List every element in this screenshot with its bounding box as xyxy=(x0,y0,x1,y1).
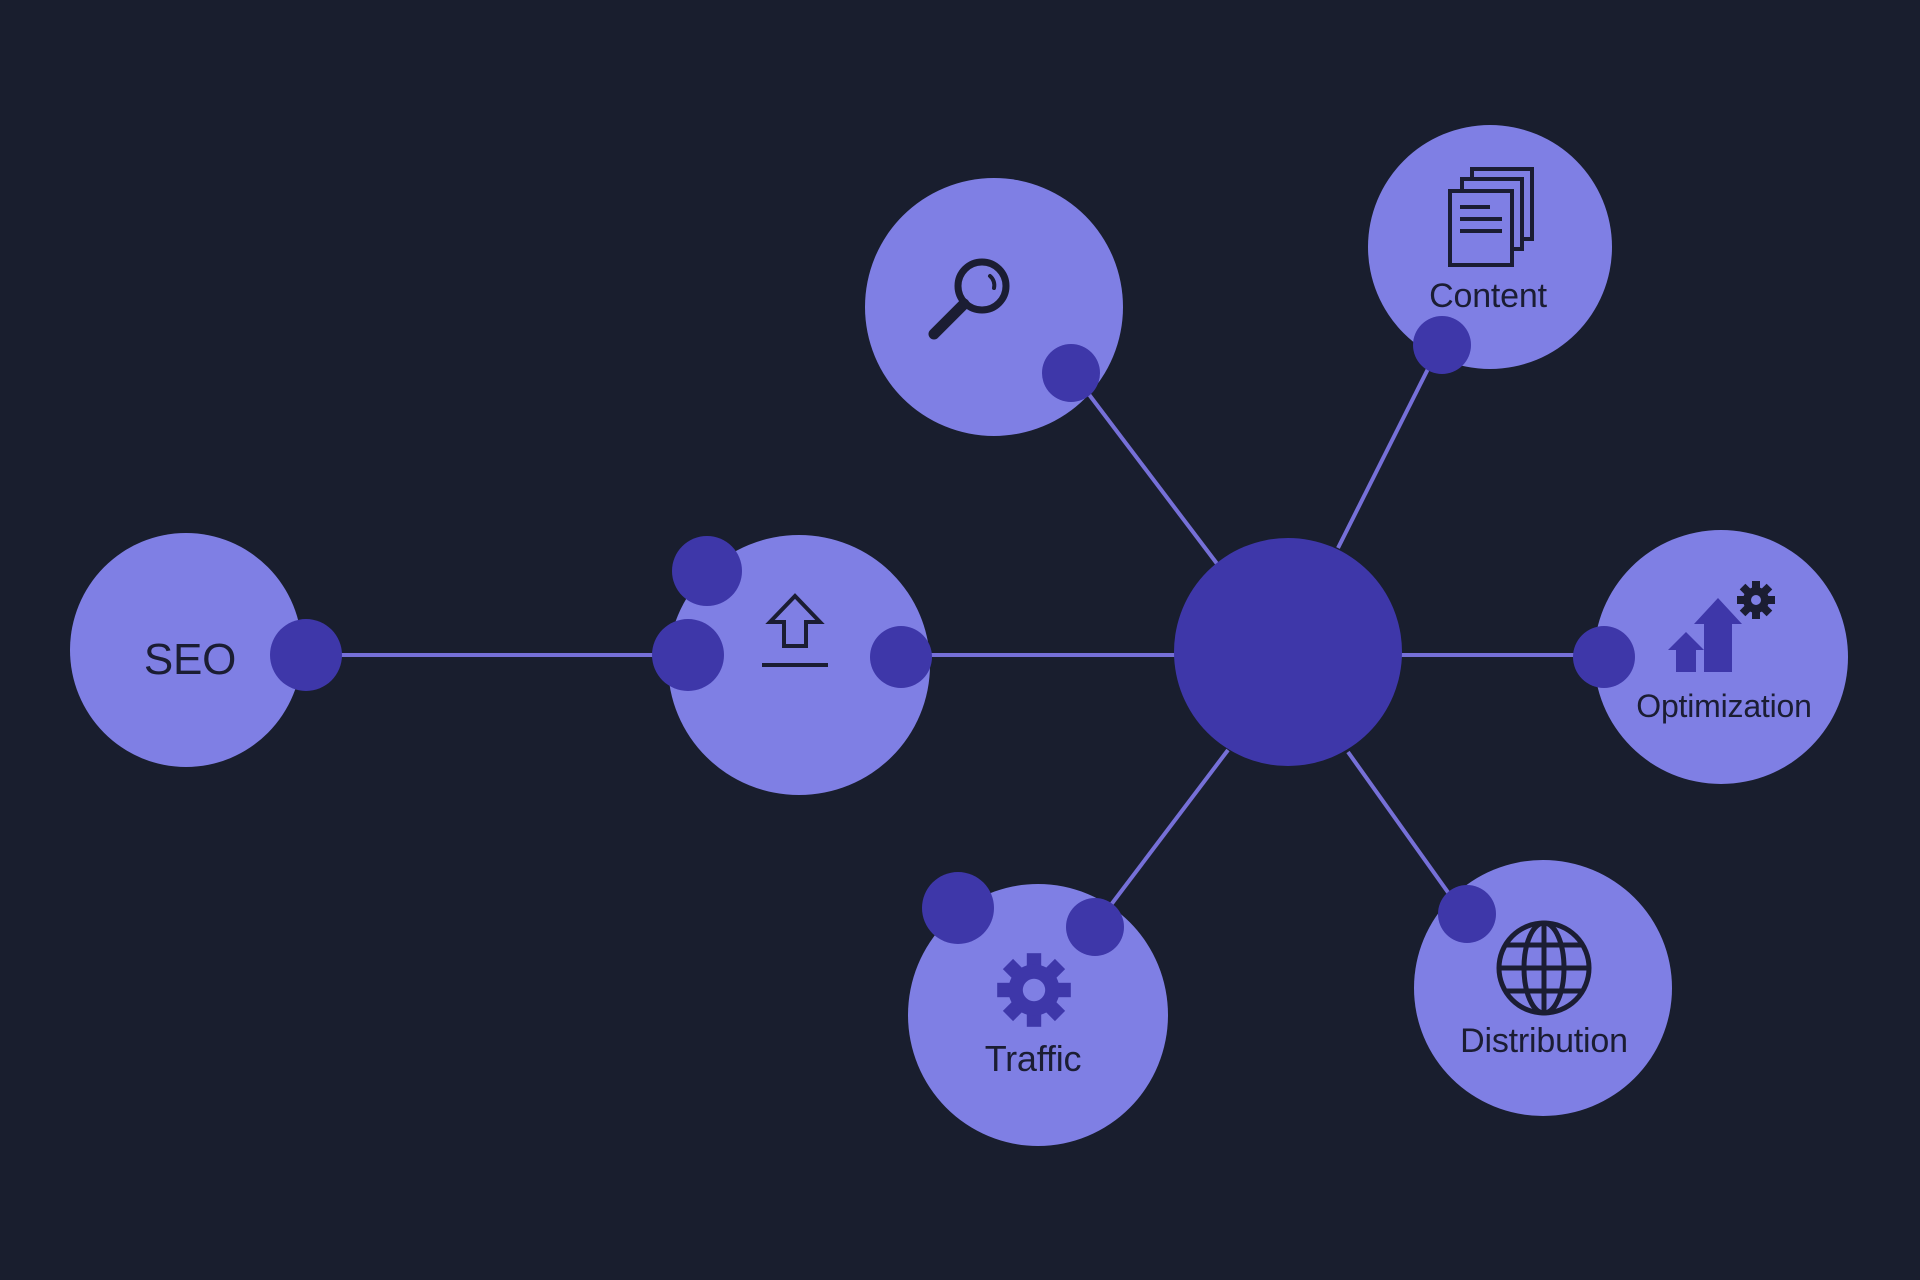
documents-icon xyxy=(1448,167,1534,267)
node-distribution-label: Distribution xyxy=(1460,1022,1628,1060)
gear-icon xyxy=(997,953,1071,1027)
port-seo-right xyxy=(270,619,342,691)
port-traffic-left xyxy=(922,872,994,944)
connector-hub-content xyxy=(1336,344,1442,549)
central-hub[interactable] xyxy=(1174,538,1402,766)
port-upload-right xyxy=(870,626,932,688)
upload-arrow-icon xyxy=(762,593,828,667)
node-traffic-label: Traffic xyxy=(984,1038,1082,1079)
port-content xyxy=(1413,316,1471,374)
connector-hub-traffic xyxy=(1096,748,1230,924)
globe-icon xyxy=(1496,920,1592,1016)
port-search xyxy=(1042,344,1100,402)
node-content-label: Content xyxy=(1429,277,1547,315)
growth-arrows-gear-icon xyxy=(1668,581,1775,672)
port-upload-top xyxy=(672,536,742,606)
connector-hub-distribution xyxy=(1346,750,1464,914)
connector-hub-search xyxy=(1070,370,1220,567)
port-optimization xyxy=(1573,626,1635,688)
port-upload-left xyxy=(652,619,724,691)
node-seo[interactable] xyxy=(70,533,302,767)
node-optimization-label: Optimization xyxy=(1636,688,1812,724)
port-traffic-right xyxy=(1066,898,1124,956)
port-distribution xyxy=(1438,885,1496,943)
magnifier-icon xyxy=(928,258,1010,340)
node-seo-label: SEO xyxy=(143,635,237,684)
